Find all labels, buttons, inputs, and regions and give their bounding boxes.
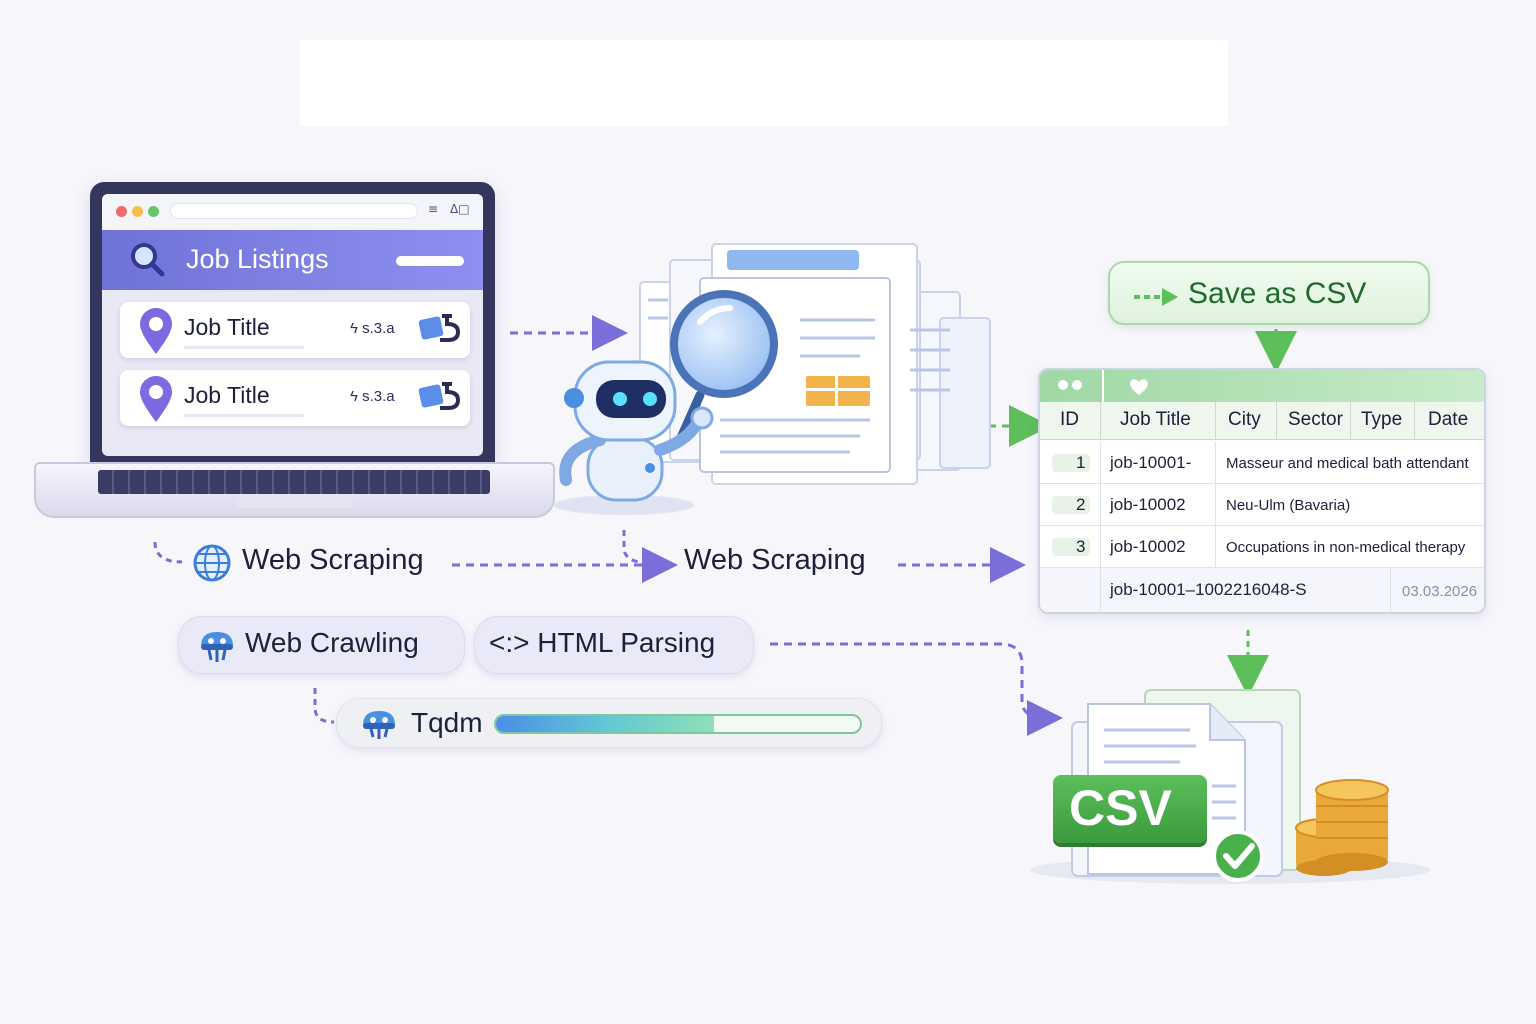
- heart-icon[interactable]: [1128, 377, 1150, 397]
- spider-bot-icon: [363, 711, 395, 739]
- save-as-csv-label: Save as CSV: [1188, 277, 1367, 310]
- column-divider: [1100, 402, 1101, 440]
- globe-icon: [193, 544, 231, 582]
- column-header[interactable]: Date: [1428, 409, 1469, 430]
- trackpad: [236, 496, 354, 508]
- column-divider: [1215, 402, 1216, 440]
- table-footer-row[interactable]: job-10001–1002216048-S 03.03.2026: [1040, 568, 1484, 612]
- column-divider: [1100, 442, 1101, 484]
- spider-bot-icon: [201, 632, 233, 662]
- table-row[interactable]: 3 job-10002 Occupations in non-medical t…: [1040, 526, 1484, 568]
- magnifier-icon: [670, 290, 778, 445]
- row-id: 2: [1076, 495, 1086, 514]
- briefcase-tag-icon: [418, 314, 461, 342]
- job-card-divider: [184, 414, 304, 417]
- arrow-right-icon: [1134, 288, 1178, 306]
- jobs-table: ID Job Title City Sector Type Date 1 job…: [1038, 368, 1486, 614]
- column-divider: [1215, 442, 1216, 484]
- id-chip: [1052, 454, 1090, 472]
- map-pin-icon: [140, 308, 172, 354]
- web-crawling-pill[interactable]: Web Crawling: [178, 616, 465, 674]
- progress-fill: [496, 716, 715, 732]
- job-title-text: Job Title: [184, 314, 270, 340]
- row-job-id: job-10002: [1110, 495, 1186, 514]
- coin-stack-icon: [1295, 779, 1389, 876]
- search-icon[interactable]: [128, 240, 168, 280]
- web-crawling-label: Web Crawling: [245, 627, 419, 658]
- job-meta-text: ϟ s.3.a: [350, 320, 395, 337]
- row-detail: Masseur and medical bath attendant: [1226, 455, 1469, 472]
- table-header-row: [1040, 402, 1484, 440]
- footer-date: 03.03.2026: [1402, 583, 1478, 600]
- column-header[interactable]: Sector: [1288, 409, 1343, 430]
- map-pin-icon: [140, 376, 172, 422]
- row-job-id: job-10001-: [1110, 453, 1192, 472]
- arrow-parsing-to-csv: [770, 642, 1063, 736]
- menu-icon[interactable]: ≡: [428, 202, 439, 216]
- footer-job-id: job-10001–1002216048-S: [1110, 580, 1307, 599]
- check-circle-icon: [1212, 830, 1264, 882]
- minimize-dot-icon[interactable]: [132, 206, 143, 217]
- column-divider: [1350, 402, 1351, 440]
- html-parsing-pill[interactable]: <:> HTML Parsing: [474, 616, 754, 674]
- job-card[interactable]: Job Title ϟ s.3.a: [120, 370, 470, 426]
- extensions-icon[interactable]: Δ□: [450, 202, 470, 216]
- web-scraping-label-right: Web Scraping: [684, 544, 866, 576]
- column-divider: [1414, 402, 1415, 440]
- row-id: 1: [1076, 453, 1086, 472]
- job-card[interactable]: Job Title ϟ s.3.a: [120, 302, 470, 358]
- column-header[interactable]: Job Title: [1120, 409, 1191, 430]
- arrow-crawling-to-tqdm: [313, 688, 335, 724]
- row-id: 3: [1076, 537, 1086, 556]
- id-chip: [1052, 496, 1090, 514]
- csv-badge-label: CSV: [1069, 780, 1172, 836]
- column-header[interactable]: Type: [1361, 409, 1403, 430]
- web-scraping-label-left: Web Scraping: [242, 544, 424, 576]
- table-row[interactable]: 2 job-10002 Neu-Ulm (Bavaria): [1040, 484, 1484, 526]
- browser-bar: ≡ Δ□: [102, 194, 483, 230]
- arrow-left-curl: [153, 541, 183, 564]
- job-card-divider: [184, 346, 304, 349]
- arrow-robot-down: [622, 530, 649, 565]
- toolbar-divider: [1102, 370, 1104, 402]
- window-dot-icon: [1072, 380, 1082, 390]
- row-detail: Neu-Ulm (Bavaria): [1226, 497, 1351, 514]
- column-divider: [1215, 484, 1216, 526]
- html-parsing-label: <:> HTML Parsing: [489, 627, 716, 658]
- laptop-base: [34, 462, 555, 518]
- column-divider: [1100, 526, 1101, 568]
- column-divider: [1100, 568, 1101, 612]
- column-divider: [1215, 526, 1216, 568]
- tqdm-progress-bar: [494, 714, 862, 734]
- row-detail: Occupations in non-medical therapy: [1226, 539, 1466, 556]
- job-title-text: Job Title: [184, 382, 270, 408]
- table-row[interactable]: 1 job-10001- Masseur and medical bath at…: [1040, 442, 1484, 484]
- column-header[interactable]: City: [1228, 409, 1261, 430]
- url-field[interactable]: [170, 203, 418, 219]
- column-divider: [1276, 402, 1277, 440]
- window-dot-icon: [1058, 380, 1068, 390]
- csv-badge: CSV: [1053, 775, 1207, 843]
- column-divider: [1100, 484, 1101, 526]
- tqdm-label: Tqdm: [411, 707, 483, 738]
- row-job-id: job-10002: [1110, 537, 1186, 556]
- save-as-csv-button[interactable]: Save as CSV: [1108, 261, 1430, 325]
- laptop-screen: ≡ Δ□ Job Listings Job Title ϟ s.3.a: [90, 182, 495, 467]
- browser-window: ≡ Δ□ Job Listings Job Title ϟ s.3.a: [102, 194, 483, 456]
- top-banner: [300, 40, 1228, 126]
- table-toolbar: [1040, 370, 1484, 402]
- header-pill: [396, 256, 464, 266]
- job-meta-text: ϟ s.3.a: [350, 388, 395, 405]
- column-divider: [1390, 568, 1391, 612]
- close-dot-icon[interactable]: [116, 206, 127, 217]
- page-title: Job Listings: [186, 244, 329, 274]
- keyboard: [98, 470, 490, 494]
- briefcase-tag-icon: [418, 382, 461, 410]
- column-header[interactable]: ID: [1060, 409, 1079, 430]
- robot-icon: [554, 360, 714, 515]
- id-chip: [1052, 538, 1090, 556]
- maximize-dot-icon[interactable]: [148, 206, 159, 217]
